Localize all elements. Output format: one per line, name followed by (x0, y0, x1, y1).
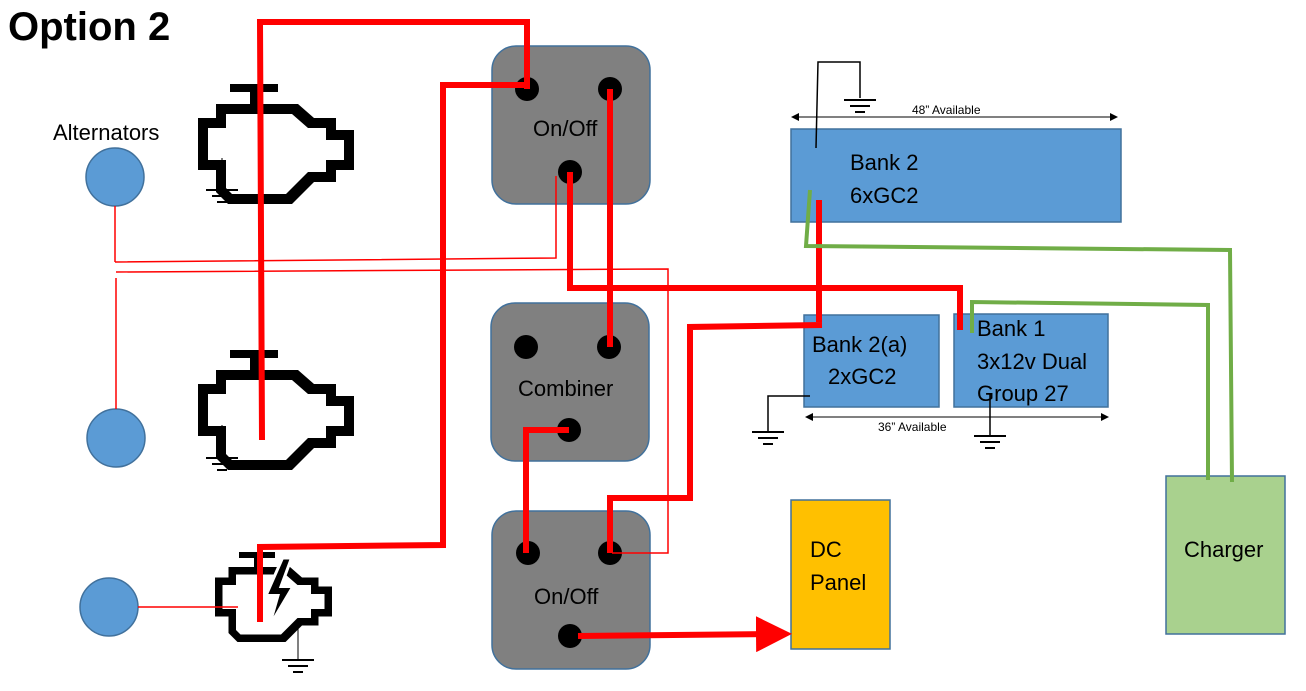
positive-cables (256, 19, 963, 653)
bank-2a (803, 314, 940, 408)
ground-icon (281, 628, 315, 673)
switch-top-label: On/Off (533, 116, 598, 141)
charger (1165, 475, 1286, 635)
charger-label: Charger (1184, 537, 1263, 562)
engine-icon (198, 350, 354, 470)
dc-panel-label-2: Panel (810, 570, 866, 595)
bank-2a-label: Bank 2(a) (812, 332, 907, 357)
charger-cables (803, 189, 1234, 483)
dimension-36-label: 36” Available (878, 420, 947, 434)
switch-bottom-label: On/Off (534, 584, 599, 609)
ground-icon (815, 61, 877, 149)
bank-2 (790, 128, 1122, 223)
bank-1-group: Group 27 (977, 381, 1069, 406)
dimension-48-label: 48” Available (912, 103, 981, 117)
bank-1 (953, 313, 1109, 408)
alternator-2 (86, 408, 146, 468)
alternators-label: Alternators (53, 120, 159, 145)
bank-2a-detail: 2xGC2 (828, 364, 896, 389)
page-title: Option 2 (8, 5, 170, 49)
ground-icon (973, 393, 1007, 449)
dc-panel (790, 499, 891, 650)
bank-1-label: Bank 1 (977, 316, 1046, 341)
ground-icon (205, 158, 239, 203)
alternator-3 (79, 577, 139, 637)
bank-1-detail: 3x12v Dual (977, 349, 1087, 374)
generator-icon (215, 552, 332, 642)
ground-icon (205, 425, 239, 471)
ground-icon (751, 395, 810, 445)
alternator-1 (85, 147, 145, 207)
bank-2-detail: 6xGC2 (850, 183, 918, 208)
bank-2-label: Bank 2 (850, 150, 919, 175)
engine-icon (198, 84, 354, 204)
dc-panel-label: DC (810, 537, 842, 562)
combiner-label: Combiner (518, 376, 613, 401)
